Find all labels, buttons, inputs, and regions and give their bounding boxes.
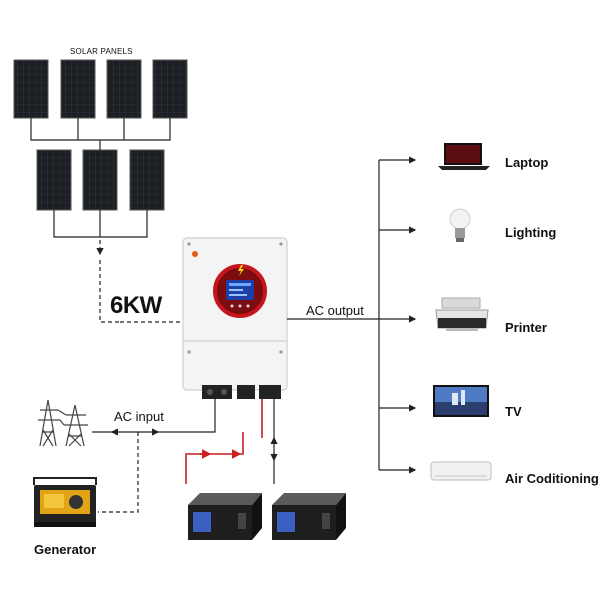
- solar-panel: [36, 149, 72, 211]
- generator-label: Generator: [34, 542, 97, 557]
- appliance-label-lighting: Lighting: [505, 225, 557, 240]
- inverter: [182, 237, 288, 399]
- solar-panels-label: SOLAR PANELS: [70, 47, 133, 56]
- laptop-icon: [438, 143, 490, 170]
- ac-output-wiring: [287, 156, 417, 474]
- appliance-label-printer: Printer: [505, 320, 547, 335]
- battery: [272, 493, 346, 540]
- appliance-label-laptop: Laptop: [505, 155, 549, 170]
- solar-panel: [82, 149, 118, 211]
- ac-input-wiring: [92, 399, 216, 513]
- solar-panel-array: [13, 59, 188, 211]
- brand-logo-icon: [192, 251, 198, 257]
- solar-panel: [13, 59, 49, 119]
- appliance-label-air-conditioning: Air Coditioning: [505, 471, 599, 486]
- panel-wiring: [30, 118, 183, 323]
- solar-panel: [106, 59, 142, 119]
- generator-icon: [33, 477, 97, 527]
- terminal-block: [202, 385, 232, 399]
- appliance-label-tv: TV: [505, 404, 522, 419]
- printer-icon: [435, 297, 489, 331]
- light-bulb-icon: [449, 208, 471, 242]
- solar-panel: [60, 59, 96, 119]
- terminal-block: [237, 385, 255, 399]
- power-rating-label: 6KW: [110, 292, 162, 319]
- tv-icon: [433, 385, 489, 417]
- transmission-tower-icon: [38, 399, 88, 447]
- battery-wiring: [185, 399, 278, 484]
- terminal-block: [259, 385, 281, 399]
- ac-output-label: AC output: [306, 303, 364, 318]
- solar-panel: [152, 59, 188, 119]
- battery: [188, 493, 262, 540]
- solar-panel: [129, 149, 165, 211]
- ac-input-label: AC input: [114, 409, 164, 424]
- air-conditioner-icon: [430, 461, 492, 481]
